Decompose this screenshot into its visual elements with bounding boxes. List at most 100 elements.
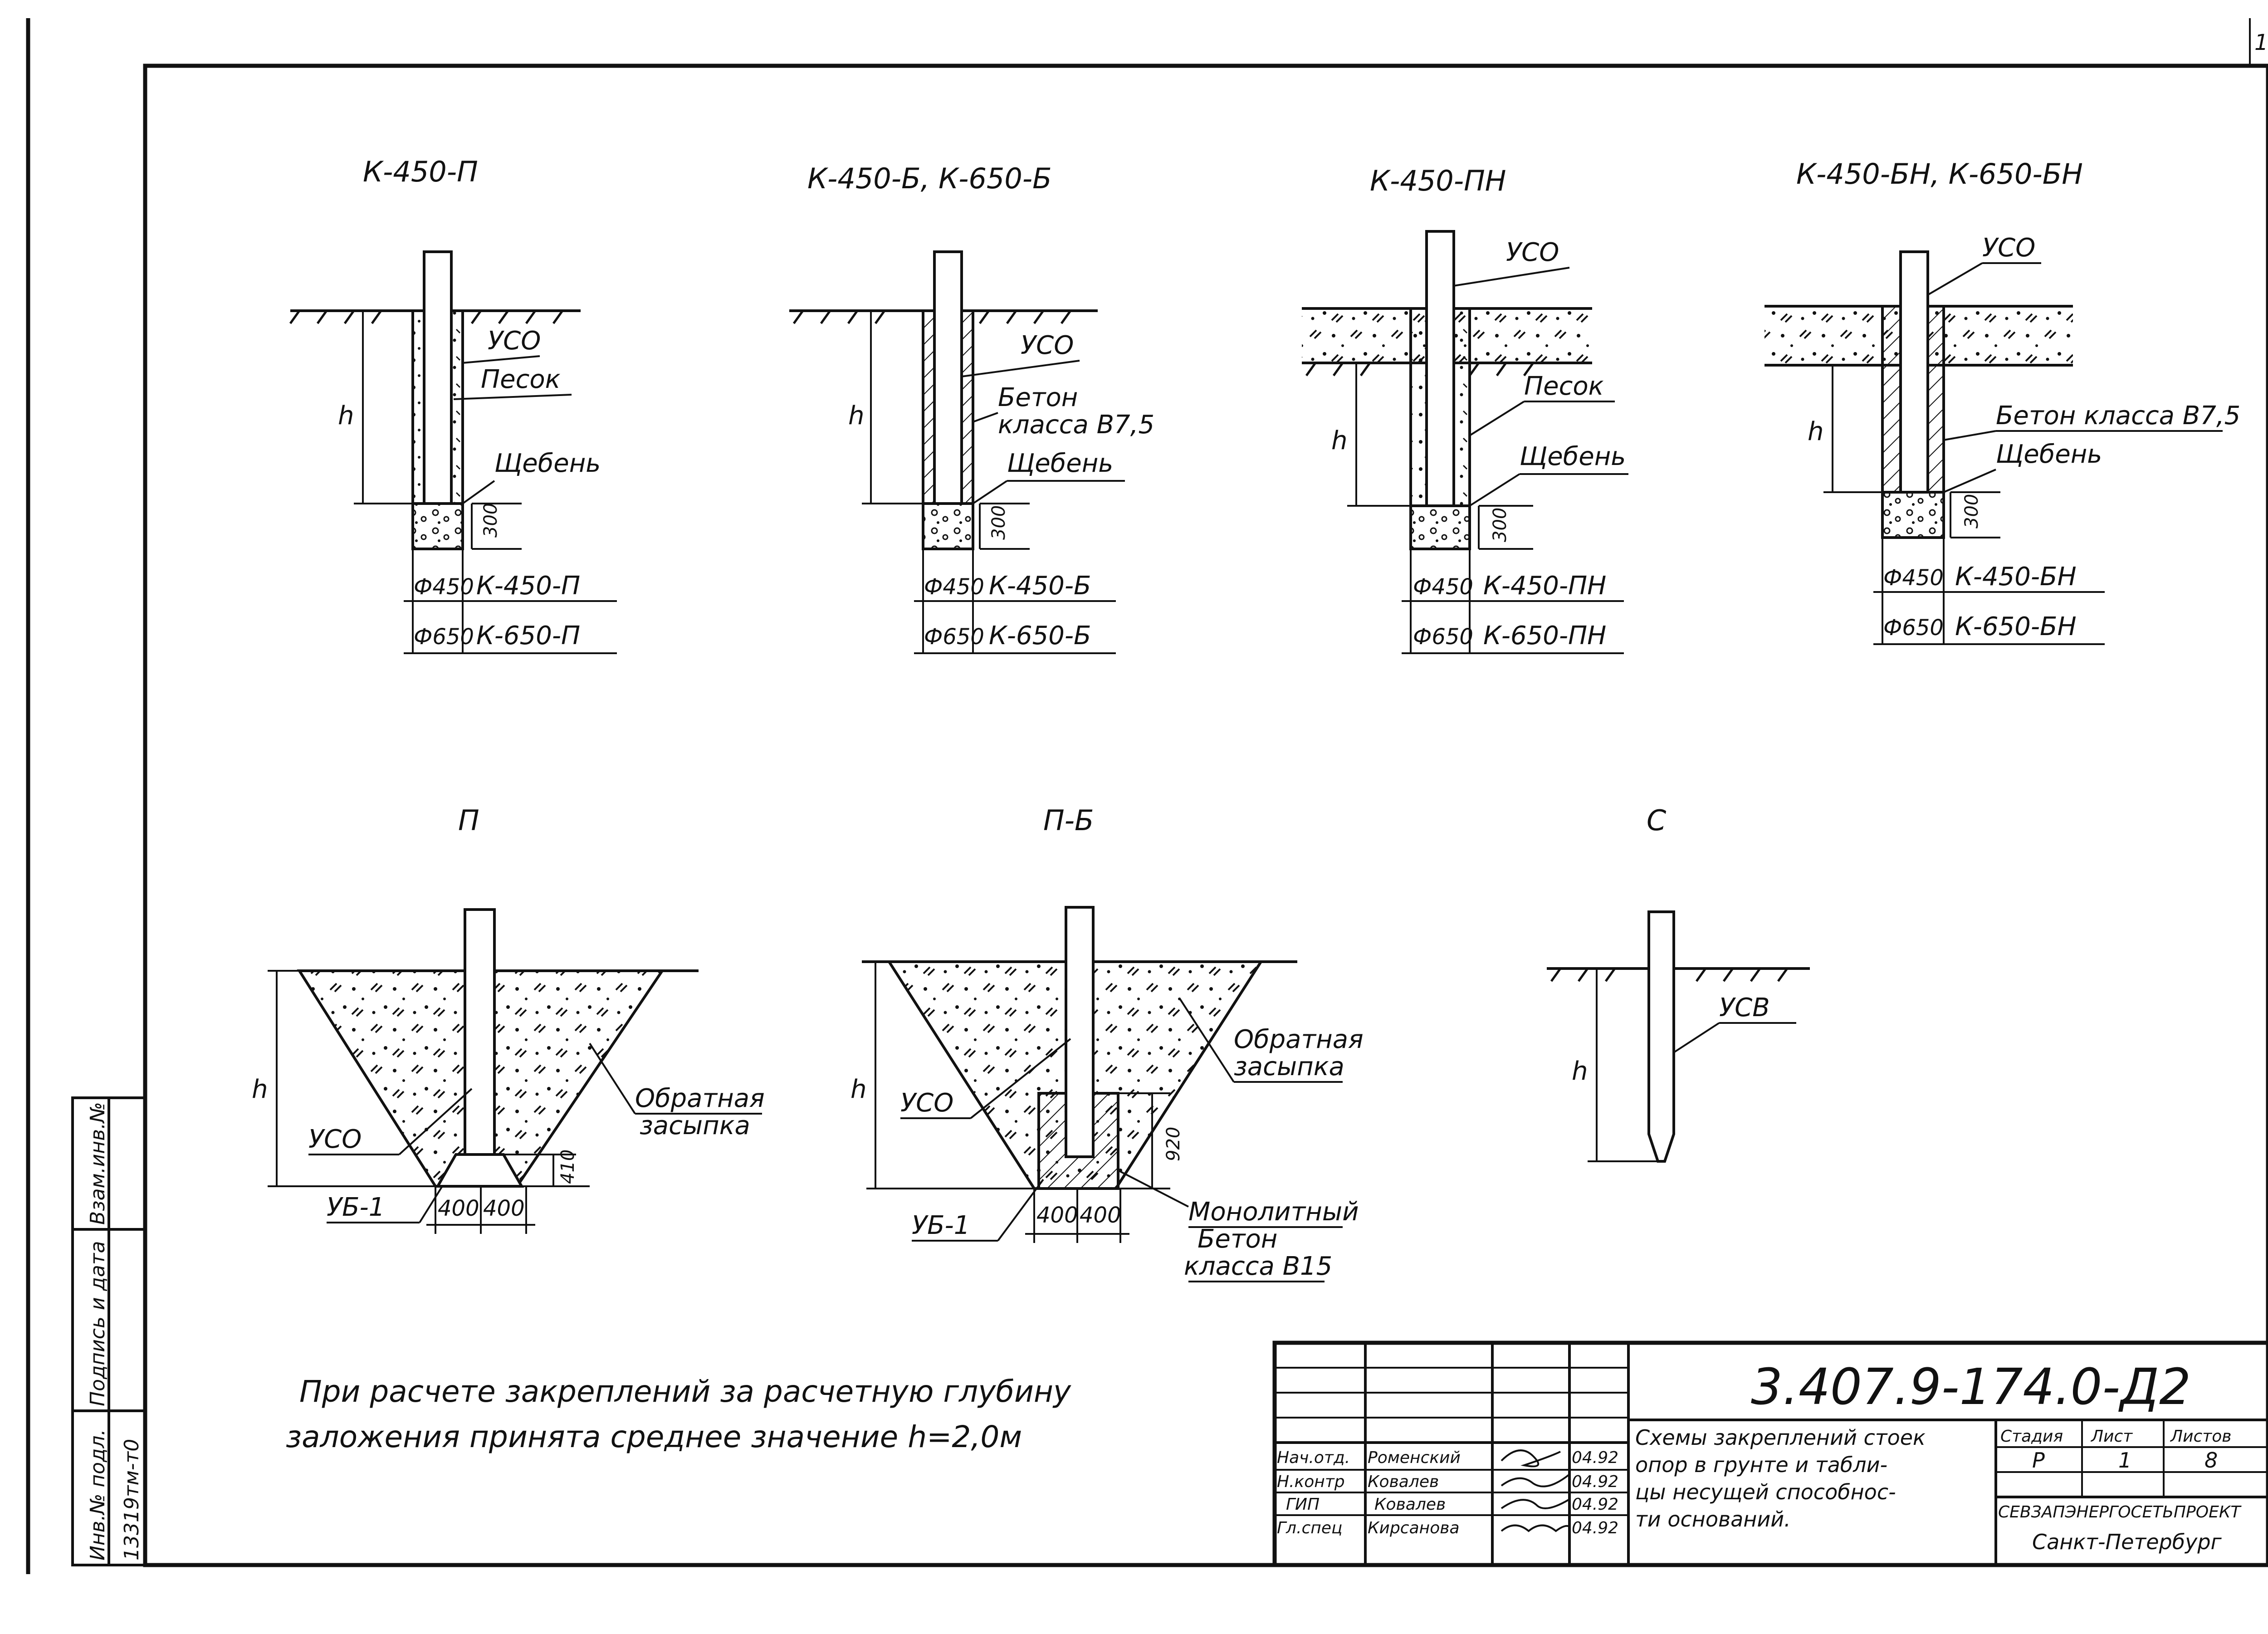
pole [1065, 906, 1095, 1158]
stamp-vzam: Взам.инв.№ [86, 1102, 109, 1225]
diagram-s: С h УСВ [1547, 804, 1810, 1163]
staff-date: 04.92 [1572, 1495, 1618, 1514]
staff-role: Н.контр [1277, 1473, 1345, 1491]
dim-300: 300 [988, 505, 1009, 540]
h-label: h [1331, 426, 1348, 455]
gravel-layer [1409, 504, 1471, 550]
note-line-1: При расчете закреплений за расчетную глу… [299, 1374, 1071, 1409]
stamp-inv-value: 13319тм-т0 [120, 1439, 143, 1561]
mono-label-3: класса В15 [1184, 1252, 1332, 1281]
staff-date: 04.92 [1572, 1473, 1618, 1491]
diagram-pb: П-Б h УСО Обратная засыпка 920 УБ-1 400 … [850, 804, 1364, 1282]
stage-label: Стадия [2000, 1427, 2063, 1446]
diagram-k450b: К-450-Б, К-650-Б h УСО Бетон класса В7,5… [789, 162, 1154, 654]
k450pn-table: Ф450 К-450-ПН Ф650 К-650-ПН [1402, 549, 1624, 654]
description-line-1: Схемы закреплений стоек [1635, 1425, 1926, 1450]
staff-row: Гл.спец Кирсанова 04.92 [1277, 1519, 1618, 1537]
table-name: К-450-П [476, 571, 580, 601]
h-label: h [848, 401, 865, 431]
ground-hatch [1550, 968, 1789, 982]
pole [1425, 230, 1455, 507]
ground-hatch [289, 310, 564, 324]
table-name: К-450-ПН [1483, 571, 1606, 601]
stage-value: Р [2032, 1448, 2045, 1473]
note: При расчете закреплений за расчетную глу… [286, 1374, 1071, 1454]
side-stamp: Инв.№ подл. Подпись и дата Взам.инв.№ 13… [71, 1096, 147, 1566]
pole [933, 250, 963, 505]
staff-row: ГИП Ковалев 04.92 [1286, 1495, 1618, 1514]
stamp-inv-podl: Инв.№ подл. [86, 1429, 109, 1561]
org-name: СЕВЗАПЭНЕРГОСЕТЬПРОЕКТ [1998, 1503, 2242, 1521]
dim-400-right: 400 [1080, 1203, 1121, 1228]
signature [1501, 1449, 1561, 1468]
table-dia: Ф450 [1883, 565, 1944, 591]
table-name: К-450-БН [1955, 562, 2077, 592]
concrete-label-1: Бетон [998, 383, 1078, 412]
staff-row: Нач.отд. Роменский 04.92 [1277, 1448, 1618, 1468]
table-name: К-650-БН [1955, 612, 2077, 641]
dim-400-left: 400 [438, 1196, 479, 1221]
sand-label: Песок [1524, 372, 1604, 401]
gravel-label: Щебень [1996, 440, 2102, 469]
diagram-k450p: К-450-П h УСО Песок Щебень 300 Ф450 К-45… [289, 155, 617, 654]
concrete-label-2: класса В7,5 [998, 410, 1154, 440]
description-line-4: ти оснований. [1635, 1507, 1791, 1531]
k450bn-table: Ф450 К-450-БН Ф650 К-650-БН [1873, 538, 2105, 645]
mono-label-2: Бетон [1198, 1224, 1277, 1254]
table-dia: Ф650 [414, 624, 474, 650]
pole [464, 908, 496, 1156]
title-block: 3.407.9-174.0-Д2 Схемы закреплений стоек… [1272, 1340, 2268, 1567]
gravel-layer [922, 502, 974, 550]
backfill-label-2: засыпка [640, 1111, 750, 1140]
h-label: h [850, 1075, 867, 1104]
concrete-label: Бетон класса В7,5 [1996, 401, 2240, 431]
diagram-title: С [1647, 804, 1667, 837]
sand-label: Песок [481, 365, 561, 394]
table-dia: Ф650 [1883, 615, 1944, 641]
dim-400-right: 400 [483, 1196, 525, 1221]
sheets-value: 8 [2204, 1448, 2218, 1473]
staff-name: Ковалев [1368, 1473, 1439, 1491]
backfill-label-2: засыпка [1234, 1052, 1344, 1081]
diagram-title: К-450-Б, К-650-Б [807, 162, 1052, 195]
staff-role: Нач.отд. [1277, 1448, 1350, 1467]
staff-role: ГИП [1286, 1495, 1320, 1514]
sheet-frame: 14 [26, 18, 2268, 1574]
mono-label-1: Монолитный [1188, 1197, 1359, 1227]
uso-label: УСО [488, 326, 541, 356]
sheet-label: Лист [2090, 1427, 2133, 1446]
staff-name: Кирсанова [1368, 1519, 1460, 1537]
h-label: h [1572, 1057, 1588, 1086]
uso-label: УСО [308, 1125, 362, 1154]
gravel-label: Щебень [1007, 449, 1113, 478]
signature [1501, 1473, 1570, 1487]
k450p-table: Ф450 К-450-П Ф650 К-650-П [404, 549, 617, 654]
drawing-code: 3.407.9-174.0-Д2 [1751, 1358, 2191, 1416]
diagram-p: П h УСО Обратная засыпка 410 УБ-1 400 40… [252, 804, 765, 1234]
description-line-3: цы несущей способнос- [1635, 1480, 1896, 1504]
diagram-title: К-450-БН, К-650-БН [1796, 157, 2083, 191]
staff-date: 04.92 [1572, 1448, 1618, 1467]
note-line-2: заложения принята среднее значение h=2,0… [286, 1419, 1022, 1454]
dim-300: 300 [1961, 494, 1982, 528]
table-dia: Ф450 [414, 574, 474, 600]
stamp-sign-date: Подпись и дата [86, 1241, 109, 1406]
pole [1647, 910, 1675, 1163]
staff-row: Н.контр Ковалев 04.92 [1277, 1473, 1618, 1491]
h-label: h [1808, 417, 1824, 446]
uso-label: УСО [1021, 331, 1074, 360]
usv-label: УСВ [1719, 993, 1770, 1022]
ground-hatch [1305, 362, 1535, 377]
diagram-k450pn: К-450-ПН h УСО Песок Щебень 300 Ф450 К-4… [1302, 164, 1628, 654]
gravel-label: Щебень [494, 449, 601, 478]
k450b-table: Ф450 К-450-Б Ф650 К-650-Б [914, 549, 1116, 654]
table-name: К-650-ПН [1483, 621, 1606, 651]
table-dia: Ф450 [1413, 574, 1473, 600]
uso-label: УСО [1506, 238, 1559, 267]
dim-920: 920 [1163, 1127, 1184, 1161]
sheets-label: Листов [2170, 1427, 2231, 1446]
uso-label: УСО [1982, 233, 2035, 263]
ub-label: УБ-1 [327, 1193, 385, 1222]
staff-name: Роменский [1368, 1448, 1461, 1467]
